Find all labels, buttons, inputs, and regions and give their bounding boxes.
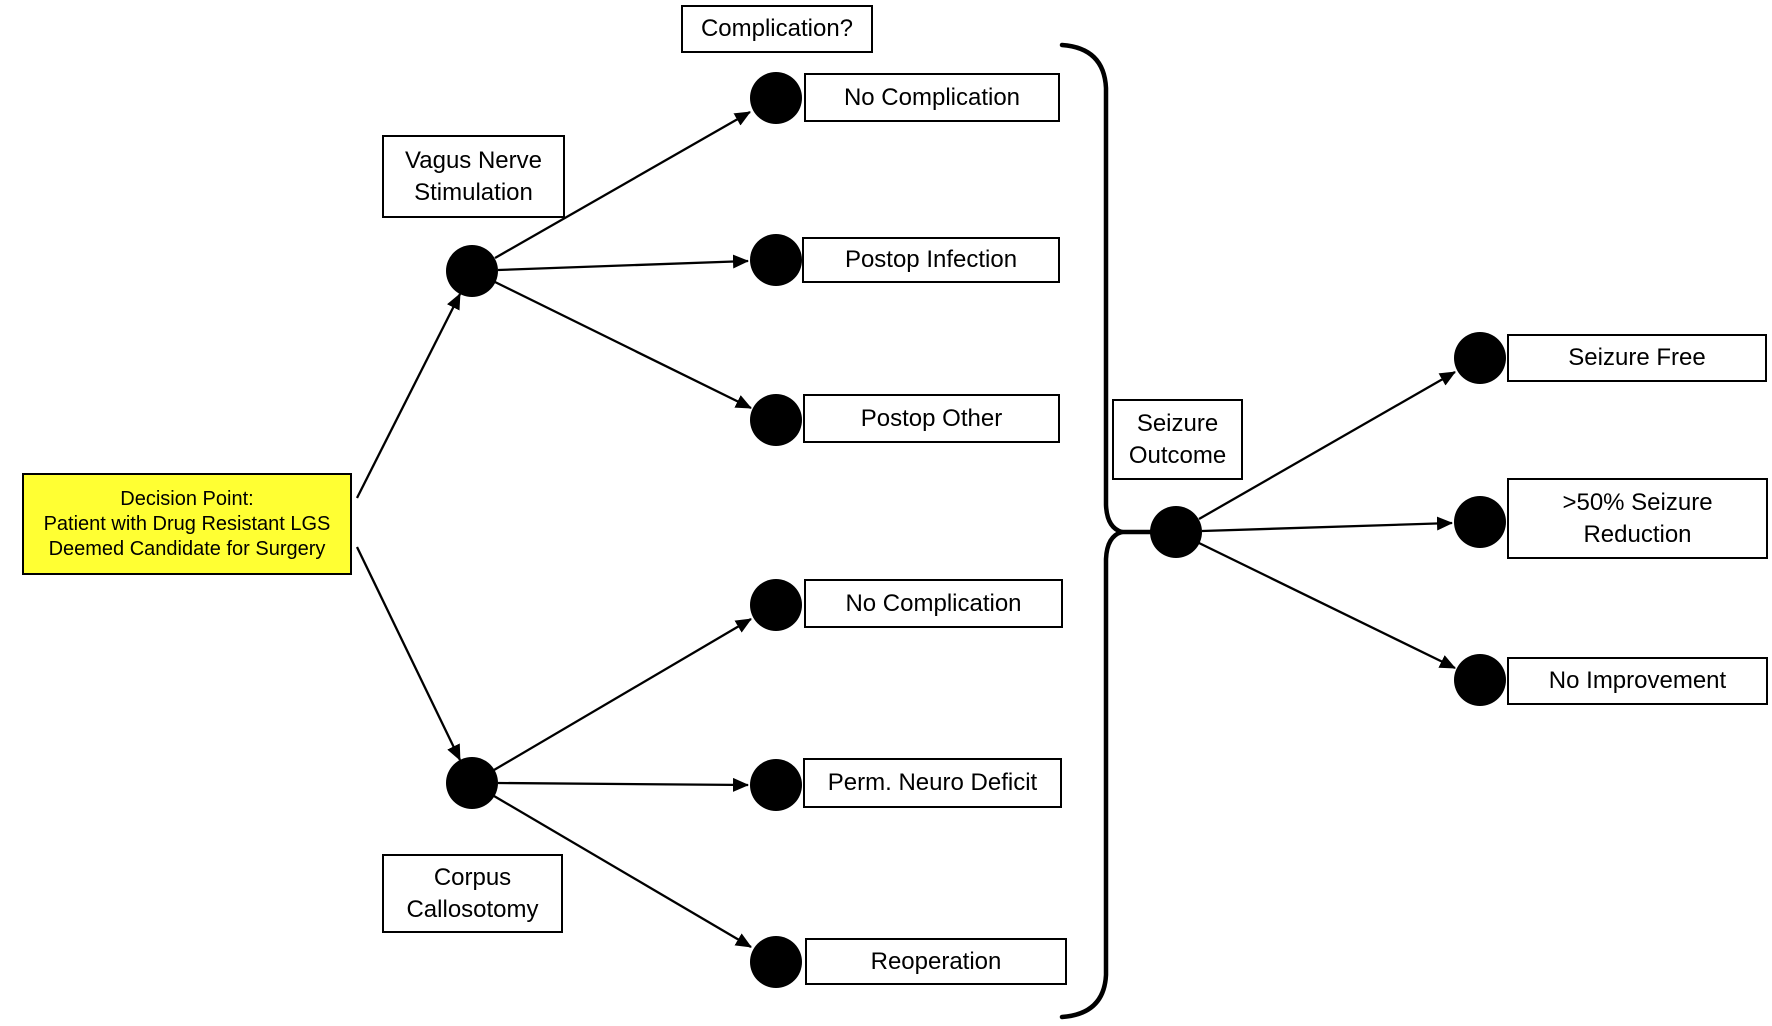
- final-outcome-seizure-reduction-box: >50% Seizure Reduction: [1507, 478, 1768, 559]
- node-cc-perm-neuro-deficit: [750, 759, 802, 811]
- corpus-callosotomy-label-box: Corpus Callosotomy: [382, 854, 563, 933]
- edge-vns-to-postop-other: [494, 280, 752, 410]
- edge-vns-to-no-complication: [494, 111, 751, 259]
- final-outcome-seizure-free-box: Seizure Free: [1507, 334, 1767, 382]
- edge-root-to-cc: [355, 546, 462, 761]
- node-seizure-free: [1454, 332, 1506, 384]
- final-outcome-no-improvement-label: No Improvement: [1548, 667, 1727, 695]
- edge-outcome-to-seizure-free: [1198, 371, 1456, 520]
- corpus-callosotomy-label: Corpus Callosotomy: [406, 863, 539, 923]
- vns-outcome-postop-other-box: Postop Other: [803, 394, 1060, 443]
- decision-point-line-2: Patient with Drug Resistant LGS: [43, 512, 331, 535]
- edge-outcome-to-seizure-reduction: [1201, 516, 1453, 533]
- vagus-nerve-stimulation-label-box: Vagus Nerve Stimulation: [382, 135, 565, 218]
- node-seizure-outcome: [1150, 506, 1202, 558]
- complication-header-box: Complication?: [681, 5, 873, 53]
- node-no-improvement: [1454, 654, 1506, 706]
- seizure-outcome-brace: [1059, 42, 1131, 1020]
- node-vns-postop-other: [750, 394, 802, 446]
- vns-outcome-postop-infection-box: Postop Infection: [802, 237, 1060, 283]
- decision-point-line-1: Decision Point:: [120, 487, 254, 510]
- edge-vns-to-postop-infection: [497, 254, 749, 272]
- node-vns-no-complication: [750, 72, 802, 124]
- cc-outcome-reoperation-label: Reoperation: [870, 947, 1002, 975]
- edge-cc-to-perm-neuro-deficit: [497, 777, 749, 792]
- node-cc-reoperation: [750, 936, 802, 988]
- seizure-outcome-label: Seizure Outcome: [1128, 409, 1227, 469]
- edge-cc-to-reoperation: [493, 795, 752, 948]
- edge-outcome-to-no-improvement: [1198, 541, 1456, 670]
- edge-cc-to-no-complication: [493, 618, 752, 771]
- decision-point-line-3: Deemed Candidate for Surgery: [48, 537, 326, 560]
- node-vns-branch: [446, 245, 498, 297]
- vns-outcome-no-complication-box: No Complication: [804, 73, 1060, 122]
- node-cc-no-complication: [750, 579, 802, 631]
- node-cc-branch: [446, 757, 498, 809]
- cc-outcome-no-complication-label: No Complication: [845, 589, 1022, 617]
- vns-outcome-postop-other-label: Postop Other: [860, 404, 1003, 432]
- cc-outcome-reoperation-box: Reoperation: [805, 938, 1067, 985]
- cc-outcome-perm-neuro-deficit-box: Perm. Neuro Deficit: [803, 758, 1062, 808]
- final-outcome-seizure-reduction-label: >50% Seizure Reduction: [1562, 488, 1713, 548]
- seizure-outcome-label-box: Seizure Outcome: [1112, 399, 1243, 480]
- edge-root-to-vns: [355, 293, 462, 499]
- decision-point-box: Decision Point: Patient with Drug Resist…: [22, 473, 352, 575]
- vns-outcome-no-complication-label: No Complication: [843, 83, 1021, 111]
- final-outcome-seizure-free-label: Seizure Free: [1568, 344, 1706, 372]
- complication-header-label: Complication?: [700, 15, 854, 43]
- cc-outcome-perm-neuro-deficit-label: Perm. Neuro Deficit: [827, 769, 1038, 797]
- vns-outcome-postop-infection-label: Postop Infection: [844, 246, 1018, 274]
- node-seizure-reduction: [1454, 496, 1506, 548]
- cc-outcome-no-complication-box: No Complication: [804, 579, 1063, 628]
- final-outcome-no-improvement-box: No Improvement: [1507, 657, 1768, 705]
- vagus-nerve-stimulation-label: Vagus Nerve Stimulation: [405, 146, 542, 206]
- node-vns-postop-infection: [750, 234, 802, 286]
